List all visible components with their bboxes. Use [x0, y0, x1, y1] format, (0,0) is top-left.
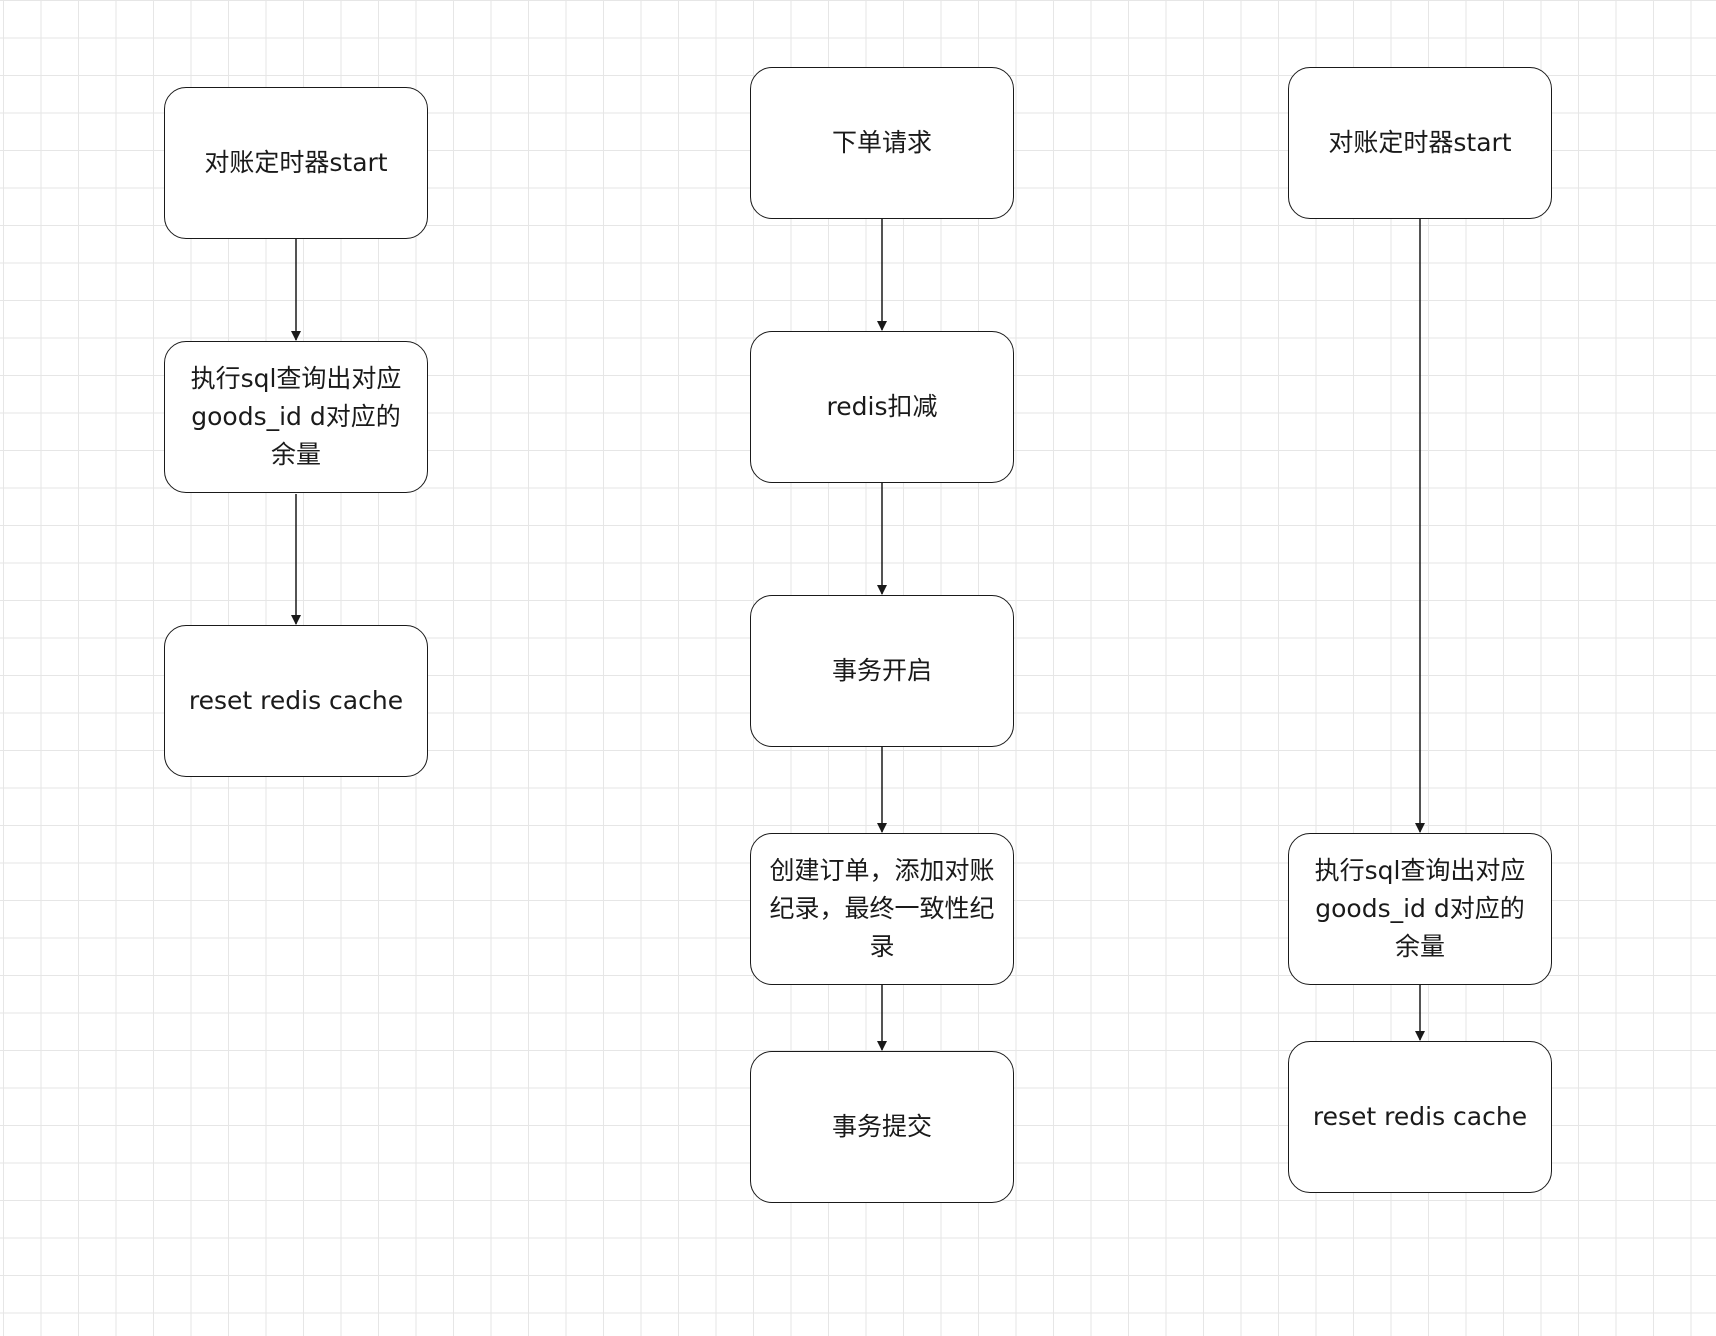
flow2-node-order-request[interactable]: 下单请求	[750, 67, 1014, 219]
flow1-node-timer-start[interactable]: 对账定时器start	[164, 87, 428, 239]
node-label: 事务提交	[831, 1112, 932, 1141]
node-label: 创建订单，添加对账纪录，最终一致性纪录	[769, 856, 995, 961]
flow2-node-create-order[interactable]: 创建订单，添加对账纪录，最终一致性纪录	[750, 833, 1014, 985]
flow3-node-reset-cache[interactable]: reset redis cache	[1288, 1041, 1552, 1193]
node-label: 下单请求	[831, 128, 932, 157]
node-label: 执行sql查询出对应goods_id d对应的余量	[190, 364, 402, 469]
flow3-node-timer-start[interactable]: 对账定时器start	[1288, 67, 1552, 219]
flow1-node-reset-cache[interactable]: reset redis cache	[164, 625, 428, 777]
node-label: 对账定时器start	[204, 148, 388, 177]
node-label: 执行sql查询出对应goods_id d对应的余量	[1314, 856, 1526, 961]
node-label: 事务开启	[831, 656, 932, 685]
flow2-node-redis-deduct[interactable]: redis扣减	[750, 331, 1014, 483]
node-label: reset redis cache	[188, 686, 404, 715]
node-label: 对账定时器start	[1328, 128, 1512, 157]
flow1-node-sql-query[interactable]: 执行sql查询出对应goods_id d对应的余量	[164, 341, 428, 493]
node-label: reset redis cache	[1312, 1102, 1528, 1131]
flow2-node-transaction-commit[interactable]: 事务提交	[750, 1051, 1014, 1203]
node-label: redis扣减	[826, 392, 938, 421]
flow2-node-transaction-begin[interactable]: 事务开启	[750, 595, 1014, 747]
flow3-node-sql-query[interactable]: 执行sql查询出对应goods_id d对应的余量	[1288, 833, 1552, 985]
